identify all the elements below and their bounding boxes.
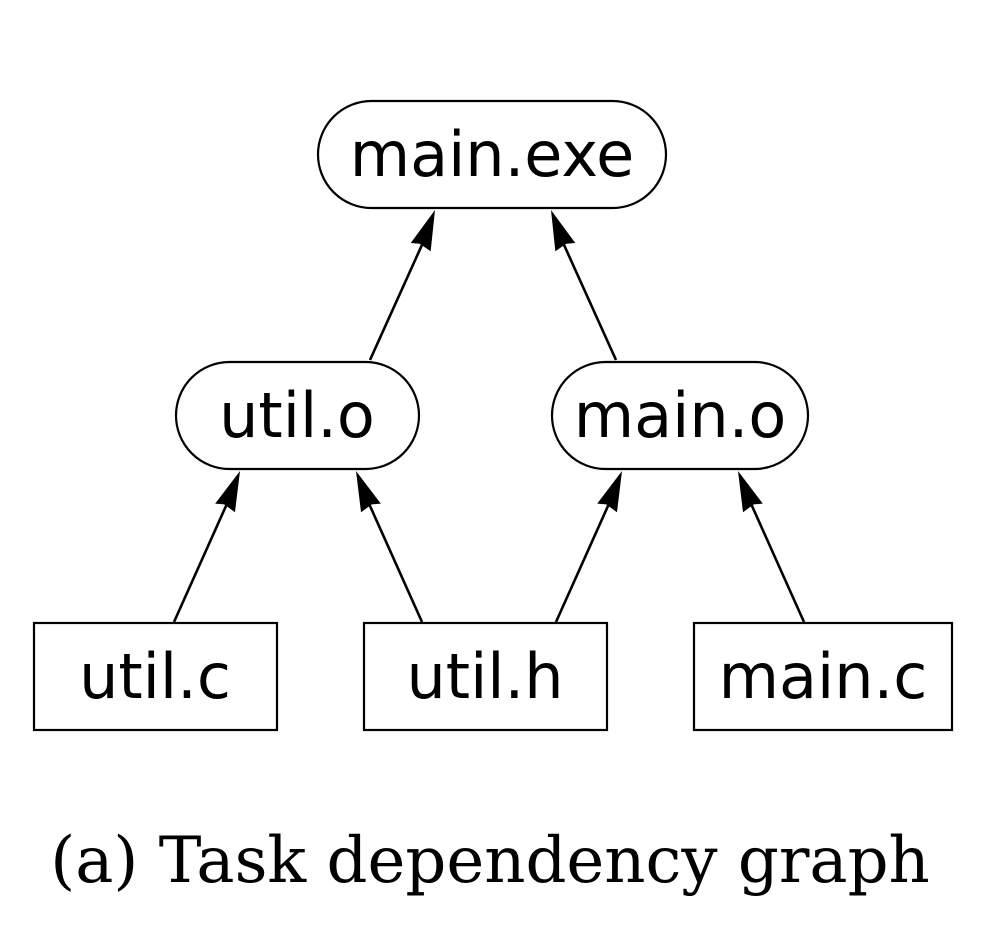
- node-util-c-label: util.c: [79, 640, 231, 713]
- figure-caption: (a) Task dependency graph: [50, 824, 930, 898]
- node-main-c-shape: [692, 621, 954, 732]
- node-main-exe-shape: [316, 99, 668, 210]
- node-main-o-shape: [550, 360, 810, 471]
- node-main-c: main.c: [692, 621, 954, 732]
- arrowhead-icon: [597, 471, 622, 513]
- edge-util-h-to-main-o: [554, 496, 614, 623]
- node-main-exe-label: main.exe: [350, 118, 635, 191]
- arrowhead-icon: [215, 471, 240, 513]
- node-util-h-shape: [362, 621, 609, 732]
- arrowhead-icon: [410, 210, 435, 252]
- node-util-o-shape: [174, 360, 421, 471]
- node-main-o-label: main.o: [574, 379, 787, 452]
- edge-main-c-to-main-o: [746, 496, 806, 623]
- node-util-h: util.h: [362, 621, 609, 732]
- arrowhead-icon: [551, 210, 576, 252]
- edges: [172, 210, 806, 623]
- node-util-h-label: util.h: [406, 640, 563, 713]
- node-util-c-shape: [32, 621, 279, 732]
- node-main-o: main.o: [550, 360, 810, 471]
- edge-util-o-to-main-exe: [368, 235, 428, 361]
- arrowhead-icon: [738, 471, 763, 513]
- node-util-c: util.c: [32, 621, 279, 732]
- arrowhead-icon: [356, 471, 381, 513]
- edge-main-o-to-main-exe: [558, 235, 618, 361]
- node-main-exe: main.exe: [316, 99, 668, 210]
- edge-util-c-to-util-o: [172, 496, 232, 623]
- node-util-o-label: util.o: [219, 379, 375, 452]
- node-main-c-label: main.c: [719, 640, 928, 713]
- edge-util-h-to-util-o: [364, 496, 424, 623]
- node-util-o: util.o: [174, 360, 421, 471]
